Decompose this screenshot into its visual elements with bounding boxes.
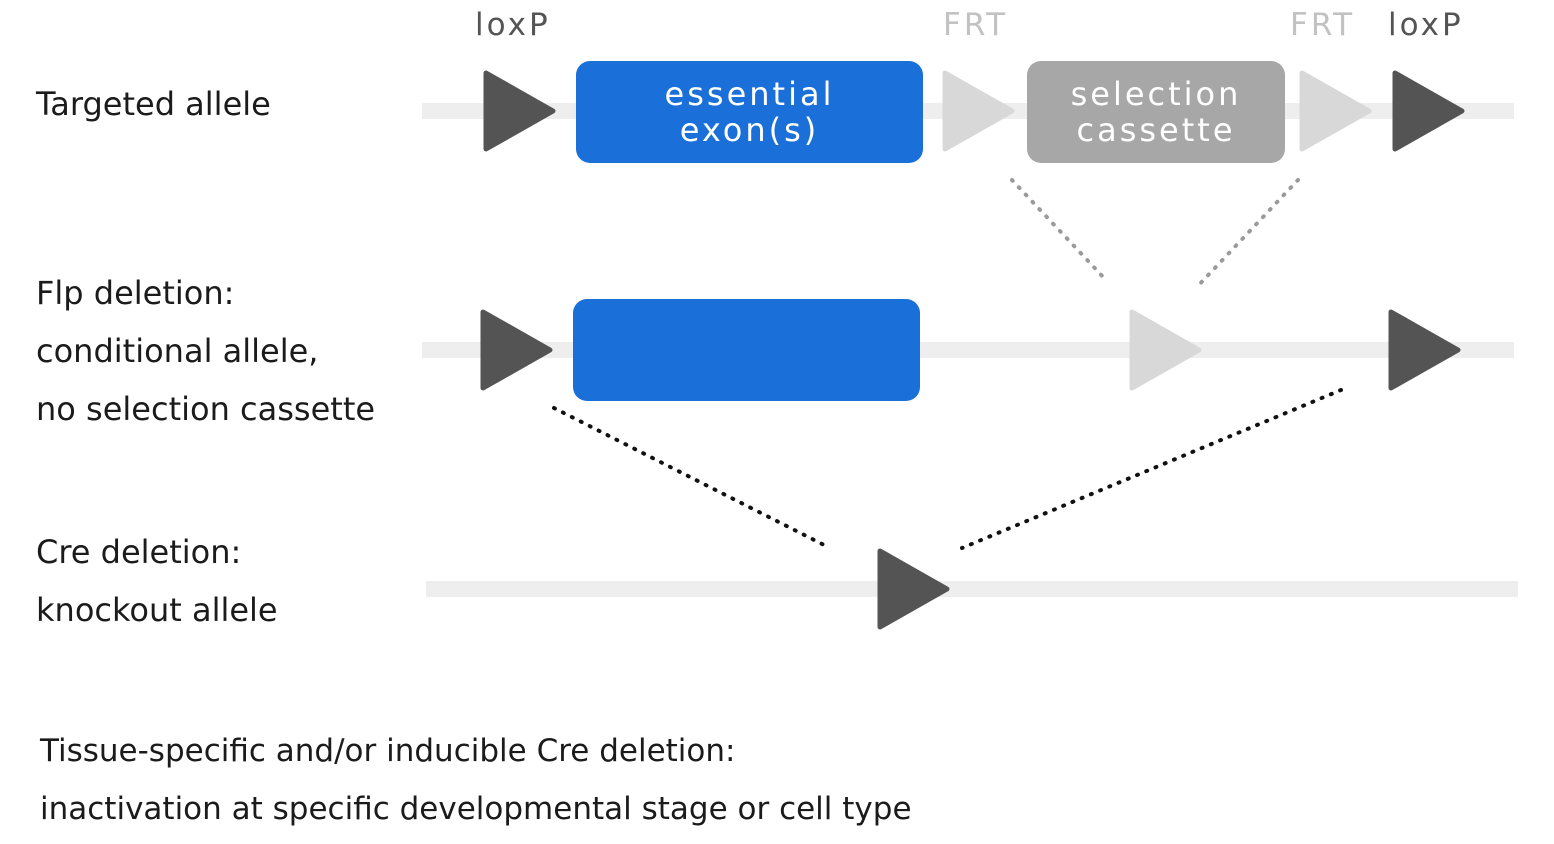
frt-label-right: FRT (1290, 7, 1356, 43)
flp-recombination-line-right (1194, 178, 1300, 290)
selection-cassette-box: selection cassette (1027, 61, 1285, 163)
loxp-arrow-left-conditional (480, 309, 553, 391)
loxp-arrow-left (483, 70, 556, 152)
frt-arrow-left (942, 70, 1015, 152)
footnote-line-1: Tissue-specific and/or inducible Cre del… (40, 733, 736, 769)
exon-box-line-2: exon(s) (679, 111, 820, 149)
loxp-label-left: loxP (475, 7, 551, 43)
cassette-box-line-2: cassette (1076, 111, 1236, 149)
row-label-line: Targeted allele (36, 85, 271, 123)
row-label-line: no selection cassette (36, 390, 376, 428)
flp-recombination-line-left (1010, 178, 1108, 282)
exon-box-line-1: essential (664, 75, 835, 113)
row-label-line: Cre deletion: (36, 533, 242, 571)
frt-arrow-right (1299, 70, 1372, 152)
cre-recombination-line-left (552, 406, 828, 548)
exon-block-conditional (573, 299, 920, 401)
loxp-arrow-right-conditional (1388, 309, 1461, 391)
cassette-box-line-1: selection (1070, 75, 1242, 113)
cre-recombination-line-right (960, 388, 1343, 550)
row-label-targeted-allele: Targeted allele (36, 75, 271, 133)
frt-arrow-conditional (1129, 309, 1202, 391)
row-label-line: Flp deletion: (36, 274, 235, 312)
track-knockout-allele (426, 581, 1518, 597)
loxp-label-right: loxP (1388, 7, 1464, 43)
row-label-line: conditional allele, (36, 332, 319, 370)
frt-label-left: FRT (943, 7, 1009, 43)
footnote: Tissue-specific and/or inducible Cre del… (40, 722, 912, 838)
row-label-line: knockout allele (36, 591, 278, 629)
row-label-cre-deletion: Cre deletion: knockout allele (36, 523, 278, 639)
loxp-arrow-knockout (877, 548, 950, 630)
row-label-flp-deletion: Flp deletion: conditional allele, no sel… (36, 264, 375, 438)
essential-exon-box: essential exon(s) (576, 61, 923, 163)
loxp-arrow-right (1392, 70, 1465, 152)
footnote-line-2: inactivation at specific developmental s… (40, 791, 912, 827)
